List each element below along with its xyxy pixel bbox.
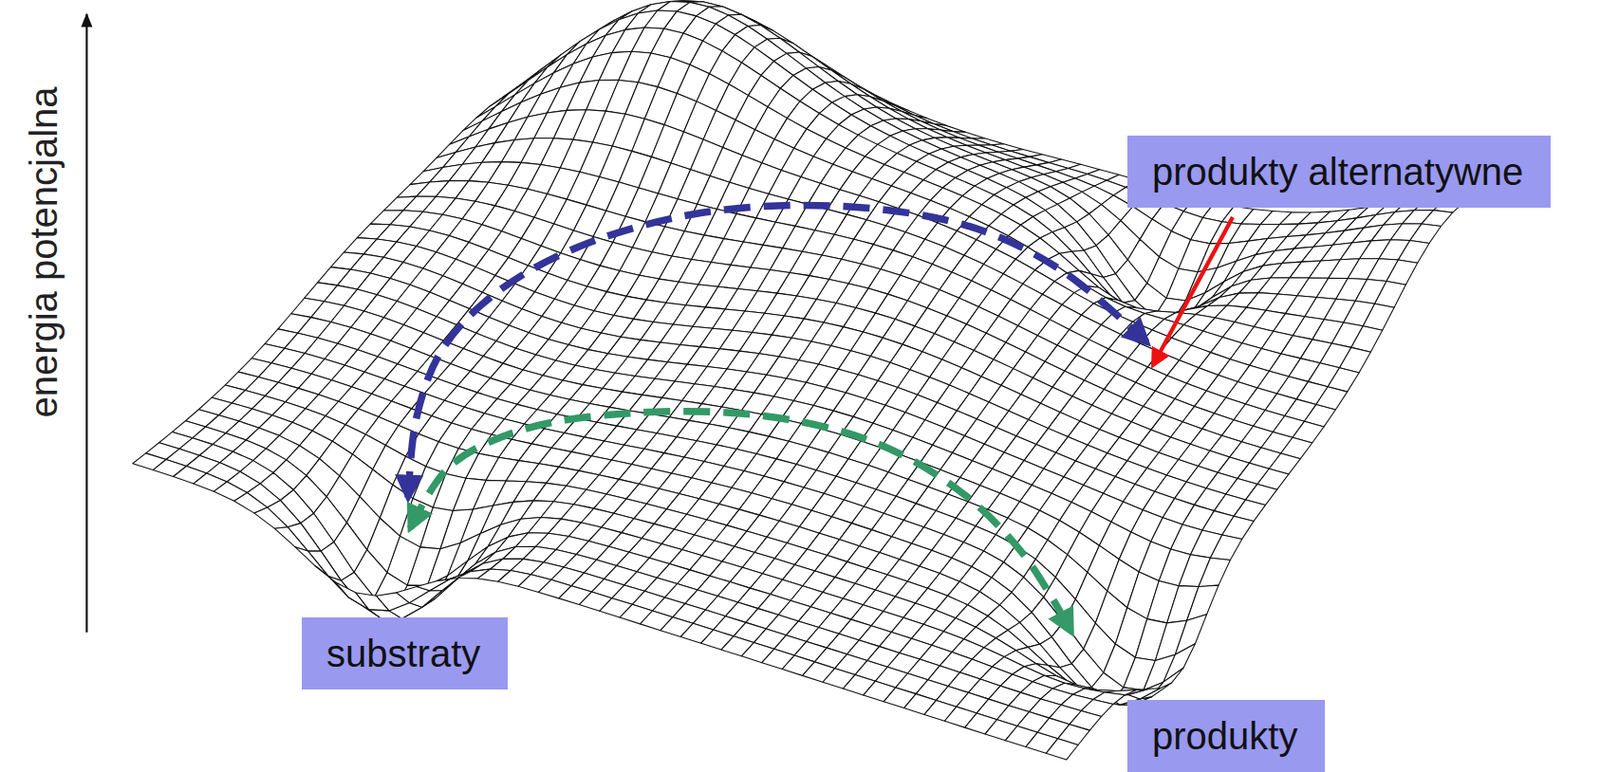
label-box: substraty [301, 617, 508, 690]
mesh-cell [1045, 739, 1079, 761]
reaction-paths [408, 204, 1148, 633]
box-label: substraty [326, 631, 484, 677]
mesh-cell [1375, 281, 1407, 309]
axis-label: energia potencjalna [21, 86, 66, 418]
mesh-cell [1421, 210, 1453, 227]
main-path [409, 411, 1072, 633]
alternative-path [408, 204, 1148, 498]
pointer-arrow [1153, 217, 1233, 366]
mesh-cell [416, 579, 450, 592]
mesh-cell [1198, 558, 1230, 587]
mesh-cell [1397, 240, 1430, 263]
mesh-cell [1410, 223, 1442, 244]
box-label: produkty [1152, 713, 1301, 760]
mesh-cell [308, 551, 342, 581]
energy-axis [85, 14, 88, 633]
mesh-cell [1362, 303, 1395, 331]
mesh-cell [274, 527, 308, 552]
mesh-cell [1386, 260, 1418, 285]
label-box: produkty [1127, 700, 1325, 772]
wireframe-surface [132, 0, 1465, 761]
mesh-cell [1209, 535, 1242, 560]
mesh-cell [315, 566, 349, 598]
mesh-cell [254, 507, 288, 529]
label-box: produkty alternatywne [1127, 135, 1551, 208]
mesh-cell [1163, 644, 1195, 683]
box-label: produkty alternatywne [1152, 148, 1526, 195]
